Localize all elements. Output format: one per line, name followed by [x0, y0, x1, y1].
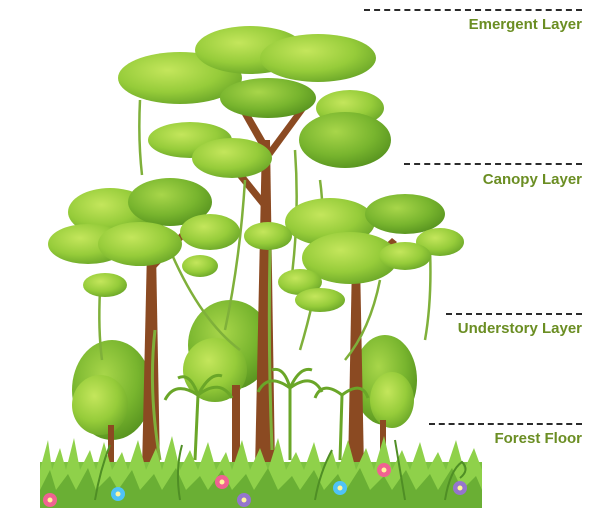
flower-icon: [215, 475, 229, 489]
understory-bush-right: [353, 335, 417, 465]
emergent-layer-line: [364, 9, 582, 11]
forest-floor-grass: [40, 436, 482, 508]
forest-floor-label: Forest Floor: [494, 430, 582, 447]
canopy-layer-label: Canopy Layer: [482, 171, 582, 188]
understory-layer-label: Understory Layer: [457, 320, 582, 337]
flower-icons: [43, 463, 467, 507]
forest-floor-line: [429, 423, 582, 425]
canopy-layer-line: [404, 163, 582, 165]
flower-icon: [237, 493, 251, 507]
flower-icon: [111, 487, 125, 501]
flower-icon: [333, 481, 347, 495]
understory-layer-line: [446, 313, 582, 315]
emergent-layer-label: Emergent Layer: [468, 16, 582, 33]
flower-icon: [453, 481, 467, 495]
emergent-tree-crown: [118, 26, 391, 178]
understory-bush-left: [72, 340, 152, 465]
canopy-tree-right-crown: [244, 194, 464, 312]
flower-icon: [377, 463, 391, 477]
palm-trees: [163, 367, 370, 461]
flower-icon: [43, 493, 57, 507]
fern-icons: [94, 439, 467, 501]
understory-bush-center: [183, 300, 272, 465]
canopy-tree-left-crown: [48, 178, 240, 297]
